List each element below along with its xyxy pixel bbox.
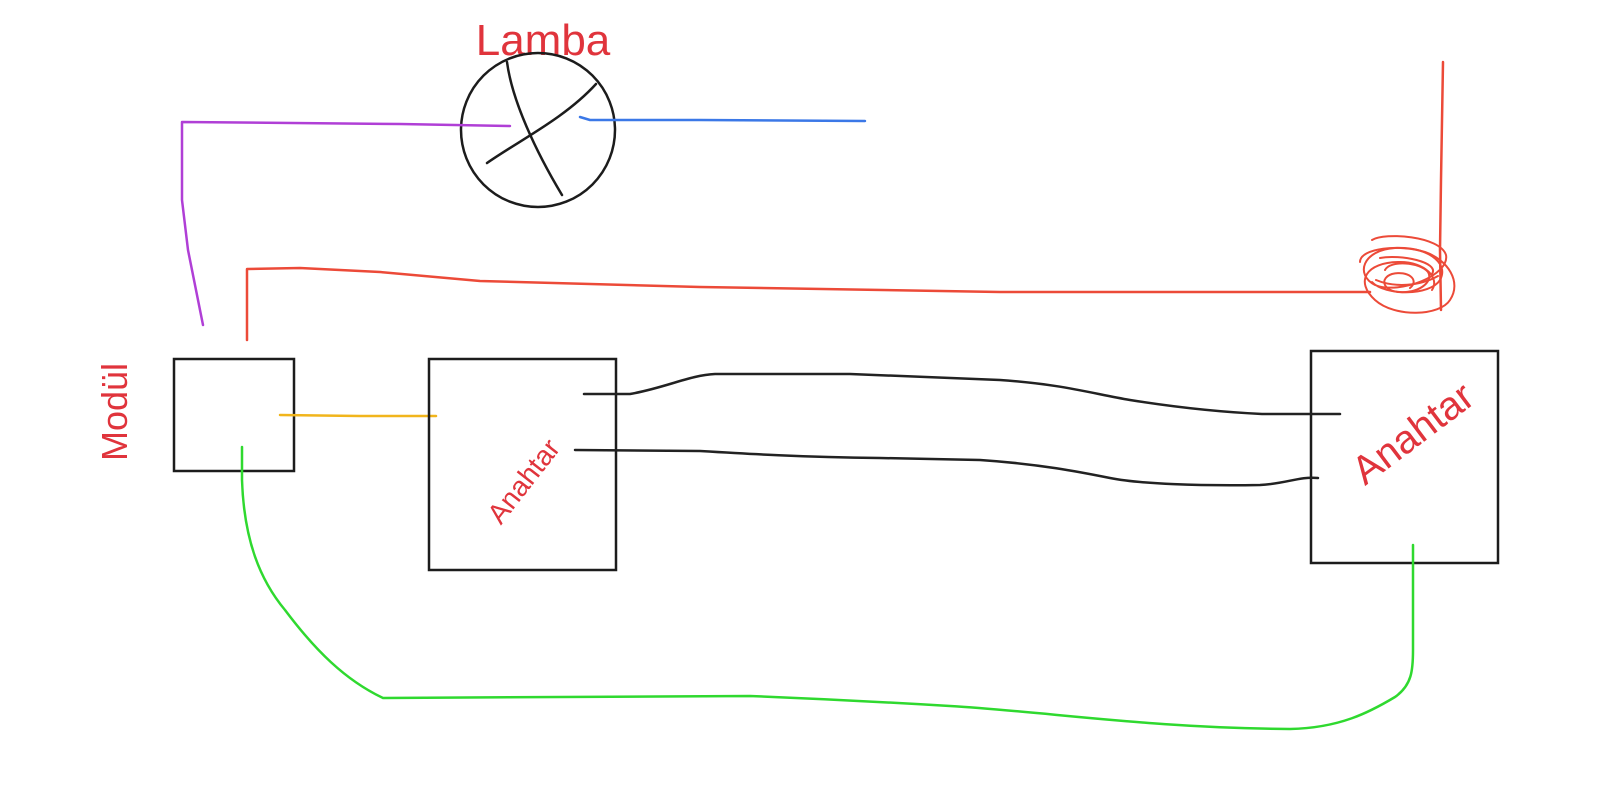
module-box — [172, 357, 296, 473]
wire-blue — [578, 115, 867, 123]
wire-knot-icon — [1359, 235, 1456, 314]
lamp-label: Lamba — [476, 16, 611, 65]
wire-red-top — [245, 266, 1372, 342]
switch-left-label: Anahtar — [481, 433, 566, 529]
switch-left-box — [427, 357, 618, 572]
wire-black-lower — [573, 448, 1320, 487]
lamp-symbol-icon — [459, 51, 617, 209]
wire-yellow — [278, 413, 438, 418]
wire-black-upper — [582, 372, 1342, 416]
module-label: Modül — [94, 363, 135, 461]
wire-purple — [180, 120, 512, 327]
switch-right-label: Anahtar — [1344, 374, 1482, 493]
wire-green — [240, 445, 1415, 731]
switch-right-box — [1309, 349, 1500, 565]
